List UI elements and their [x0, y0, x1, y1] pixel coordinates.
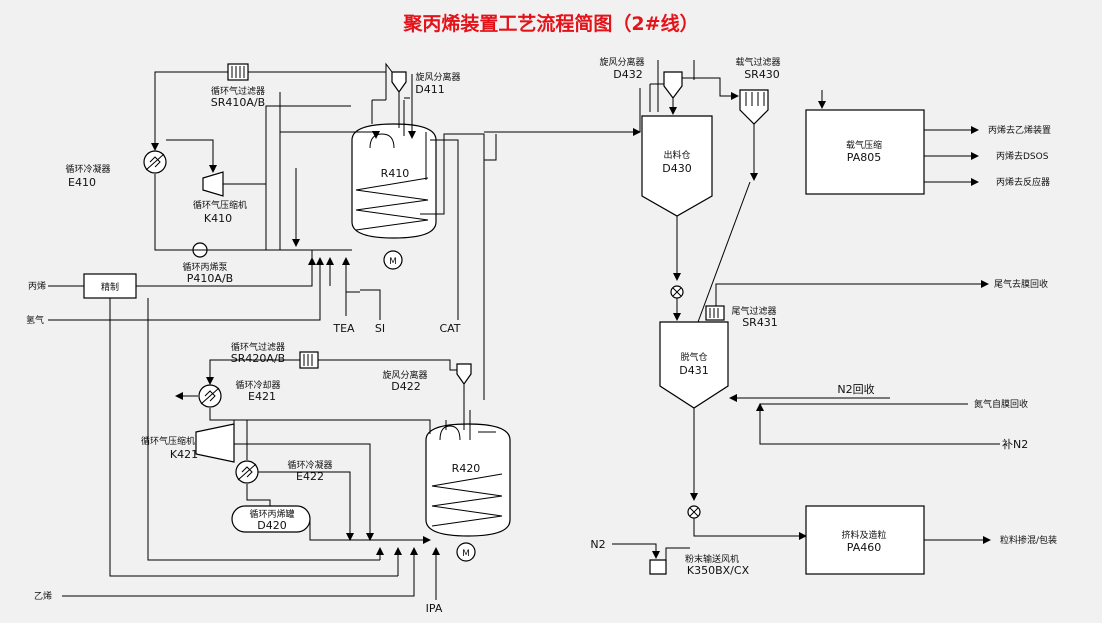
rotary-valve-1: [670, 285, 684, 299]
stream-to-ethylene: 丙烯去乙烯装置: [988, 124, 1051, 136]
pa805-name: 载气压缩: [846, 139, 882, 151]
d431-name: 脱气仓: [680, 351, 707, 363]
stream-pellet: 粒料掺混/包装: [1000, 534, 1057, 546]
e422-tag: E422: [296, 470, 324, 483]
pa805-tag: PA805: [847, 151, 881, 164]
filter-sr420: [299, 351, 319, 369]
box-pa805: [805, 109, 925, 195]
rotary-valve-2: [687, 505, 701, 519]
p410-tag: P410A/B: [187, 272, 233, 285]
cyclone-d432: [663, 71, 683, 99]
r420-motor: M: [462, 549, 470, 559]
stream-si: SI: [375, 322, 385, 335]
page-title: 聚丙烯装置工艺流程简图（2#线）: [402, 12, 698, 35]
sr430-tag: SR430: [744, 68, 780, 81]
r410-motor: M: [389, 257, 397, 267]
filter-sr410: [227, 63, 249, 81]
pump-p410: [192, 242, 208, 258]
pa460-name: 挤料及造粒: [841, 529, 886, 541]
sr431-name: 尾气过滤器: [731, 305, 776, 317]
sr420-tag: SR420A/B: [231, 352, 285, 365]
e410-name: 循环冷凝器: [65, 163, 110, 175]
stream-ipa: IPA: [426, 602, 443, 615]
cyclone-d411: [391, 71, 407, 94]
d420-name: 循环丙烯罐: [249, 508, 294, 520]
filter-sr431: [705, 305, 725, 321]
stream-to-recovery: 丙烯去反应器: [996, 176, 1050, 188]
d420-tag: D420: [257, 519, 286, 532]
reactor-r420: [425, 423, 511, 562]
p410-name: 循环丙烯泵: [182, 261, 227, 273]
d432-name: 旋风分离器: [599, 56, 644, 68]
stream-tail-gas: 尾气去膜回收: [994, 278, 1048, 290]
d411-tag: D411: [415, 83, 444, 96]
d432-tag: D432: [613, 68, 642, 81]
sr410-name: 循环气过滤器: [211, 85, 265, 97]
d430-tag: D430: [662, 162, 691, 175]
stream-n2-membrane: 氮气自膜回收: [974, 398, 1028, 410]
stream-cat: CAT: [439, 322, 460, 335]
reactor-r410: [351, 123, 437, 270]
exchanger-e410: [143, 150, 167, 174]
r420-tag: R420: [452, 462, 481, 475]
stream-n2-fresh: 补N2: [1002, 438, 1028, 451]
k350-tag: K350BX/CX: [687, 564, 750, 577]
compressor-k421: [195, 423, 235, 463]
k410-name: 循环气压缩机: [193, 199, 247, 211]
sr431-tag: SR431: [742, 316, 778, 329]
exchanger-e422: [235, 460, 259, 484]
d430-name: 出料仓: [663, 149, 690, 161]
stream-ethylene: 乙烯: [34, 590, 52, 602]
e422-name: 循环冷凝器: [287, 459, 332, 471]
e410-tag: E410: [68, 176, 96, 189]
stream-to-dsos: 丙烯去DSOS: [996, 150, 1049, 162]
e421-tag: E421: [248, 390, 276, 403]
k350-name: 粉末输送风机: [685, 553, 739, 565]
cyclone-d422: [456, 363, 472, 386]
sr420-name: 循环气过滤器: [231, 341, 285, 353]
blower-k350: [649, 559, 667, 575]
refine-label: 精制: [101, 281, 119, 293]
bin-d430: [641, 115, 713, 217]
d411-name: 旋风分离器: [415, 71, 460, 83]
k410-tag: K410: [204, 212, 232, 225]
d431-tag: D431: [679, 364, 708, 377]
stream-propylene: 丙烯: [28, 280, 46, 292]
d422-tag: D422: [391, 380, 420, 393]
bin-d431: [659, 321, 729, 409]
stream-tea: TEA: [332, 322, 355, 335]
stream-n2-left: N2: [590, 538, 605, 551]
stream-n2-recycle: N2回收: [837, 382, 874, 396]
stream-hydrogen: 氢气: [26, 314, 44, 326]
k421-name: 循环气压缩机: [141, 435, 195, 447]
sr410-tag: SR410A/B: [211, 96, 265, 109]
k421-tag: K421: [170, 448, 198, 461]
box-pa460: [805, 505, 925, 575]
r410-tag: R410: [381, 167, 410, 180]
pa460-tag: PA460: [847, 541, 881, 554]
compressor-k410: [202, 171, 224, 197]
e421-name: 循环冷却器: [235, 379, 280, 391]
exchanger-e421: [198, 384, 222, 408]
filter-sr430: [739, 89, 769, 125]
d422-name: 旋风分离器: [382, 369, 427, 381]
sr430-name: 载气过滤器: [735, 56, 780, 68]
